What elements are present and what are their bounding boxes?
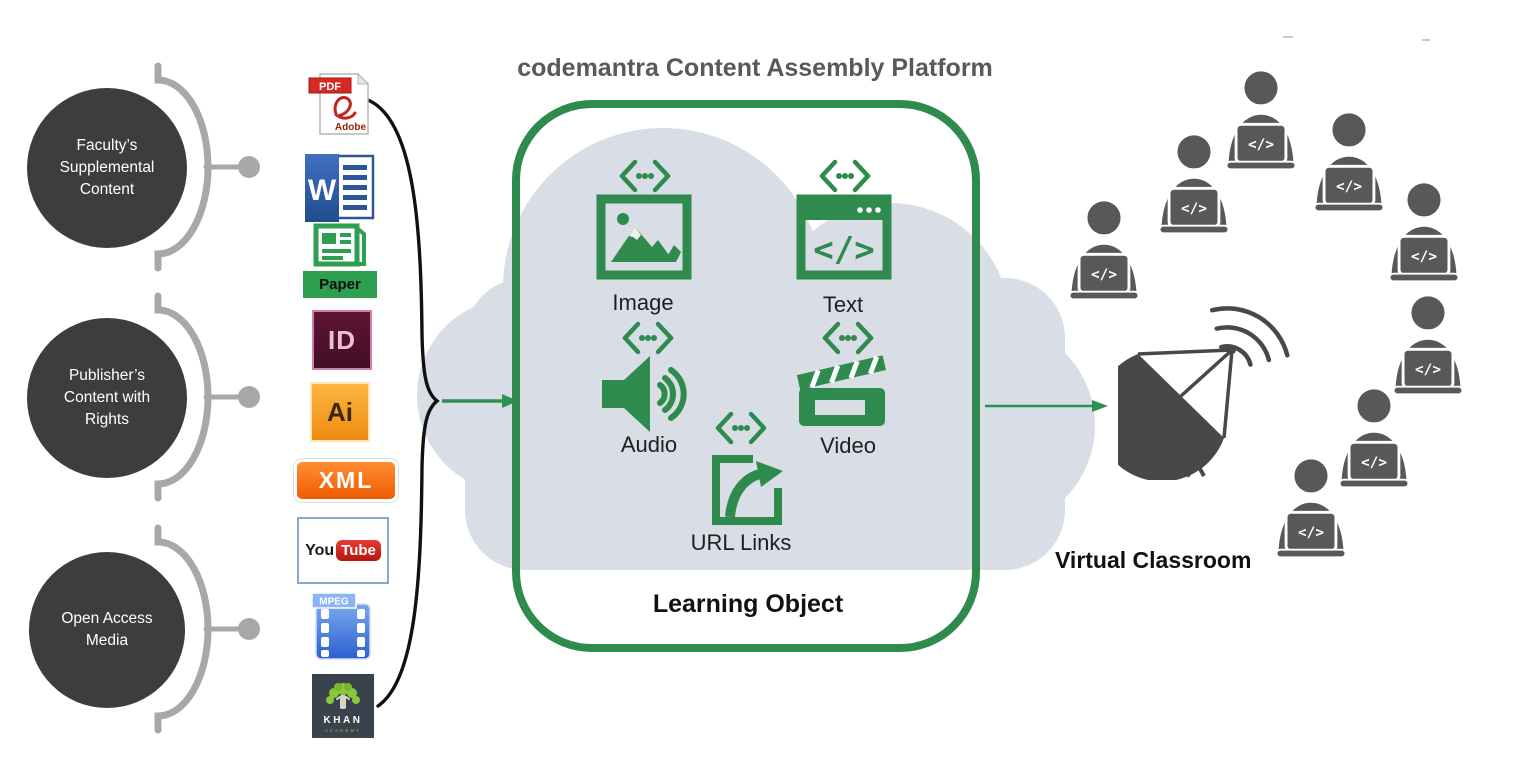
url-links-icon bbox=[712, 455, 783, 525]
artifact-dash bbox=[1283, 36, 1293, 38]
svg-text:</>: </> bbox=[813, 230, 874, 270]
khan-sublabel: ACADEMY bbox=[324, 728, 362, 733]
source-circle-publisher: Publisher’s Content with Rights bbox=[27, 318, 187, 478]
indesign-icon: ID bbox=[312, 310, 372, 370]
mpeg-icon: MPEG bbox=[311, 592, 375, 662]
student-icon bbox=[1157, 132, 1231, 235]
source-circle-label: Open Access Media bbox=[61, 610, 153, 649]
paper-label-text: Paper bbox=[319, 276, 361, 293]
flow-arrow-to-classroom bbox=[985, 400, 1108, 412]
source-circle-faculty: Faculty’s Supplemental Content bbox=[27, 88, 187, 248]
student-icon bbox=[1391, 293, 1465, 396]
audio-icon bbox=[602, 356, 687, 432]
text-icon: </> bbox=[796, 194, 892, 280]
text-label: Text bbox=[822, 292, 864, 317]
svg-text:PDF: PDF bbox=[319, 81, 341, 93]
indesign-label: ID bbox=[328, 324, 356, 355]
code-tag-icon bbox=[622, 321, 674, 355]
learning-object-caption: Learning Object bbox=[652, 590, 844, 618]
xml-label: XML bbox=[318, 467, 374, 493]
artifact-dash bbox=[1422, 39, 1430, 41]
youtube-icon: You Tube bbox=[297, 517, 389, 584]
flow-arrow-into-platform bbox=[442, 394, 518, 408]
platform-title: codemantra Content Assembly Platform bbox=[517, 54, 993, 82]
svg-text:Adobe: Adobe bbox=[335, 122, 367, 133]
arc-dot-group bbox=[238, 156, 260, 640]
code-tag-icon bbox=[819, 159, 871, 193]
url-links-label: URL Links bbox=[690, 530, 792, 555]
xml-icon: XML bbox=[294, 459, 398, 502]
source-circle-label: Faculty’s Supplemental Content bbox=[59, 137, 155, 198]
illustrator-icon: Ai bbox=[310, 382, 370, 442]
student-icon bbox=[1387, 180, 1461, 283]
wifi-waves-icon bbox=[1209, 306, 1290, 367]
illustrator-label: Ai bbox=[327, 396, 353, 427]
code-tag-icon bbox=[715, 411, 767, 445]
student-icon bbox=[1274, 456, 1348, 559]
svg-text:W: W bbox=[308, 174, 337, 207]
khan-label: KHAN bbox=[323, 715, 363, 726]
audio-label: Audio bbox=[620, 432, 678, 457]
image-icon bbox=[596, 194, 692, 280]
pdf-adobe-icon: PDF Adobe bbox=[308, 72, 372, 136]
khan-tree-glyph bbox=[326, 683, 360, 709]
source-circle-label: Publisher’s Content with Rights bbox=[63, 367, 151, 428]
paper-label: Paper bbox=[303, 271, 377, 298]
khan-academy-icon: KHAN ACADEMY bbox=[312, 674, 374, 738]
code-tag-icon bbox=[619, 159, 671, 193]
code-tag-icon bbox=[822, 321, 874, 355]
student-icon bbox=[1067, 198, 1141, 301]
image-label: Image bbox=[612, 290, 674, 315]
word-icon: W bbox=[303, 152, 377, 224]
youtube-tube-text: Tube bbox=[336, 540, 381, 561]
satellite-dish-icon bbox=[1118, 346, 1236, 480]
arc-bracket-group bbox=[154, 62, 241, 734]
newspaper-icon bbox=[312, 220, 368, 270]
youtube-you-text: You bbox=[305, 541, 335, 559]
virtual-classroom-caption: Virtual Classroom bbox=[1055, 547, 1252, 573]
video-icon bbox=[796, 355, 886, 426]
svg-text:MPEG: MPEG bbox=[319, 597, 349, 608]
video-label: Video bbox=[820, 433, 876, 458]
brace bbox=[366, 98, 440, 708]
source-circle-open-access: Open Access Media bbox=[29, 552, 185, 708]
